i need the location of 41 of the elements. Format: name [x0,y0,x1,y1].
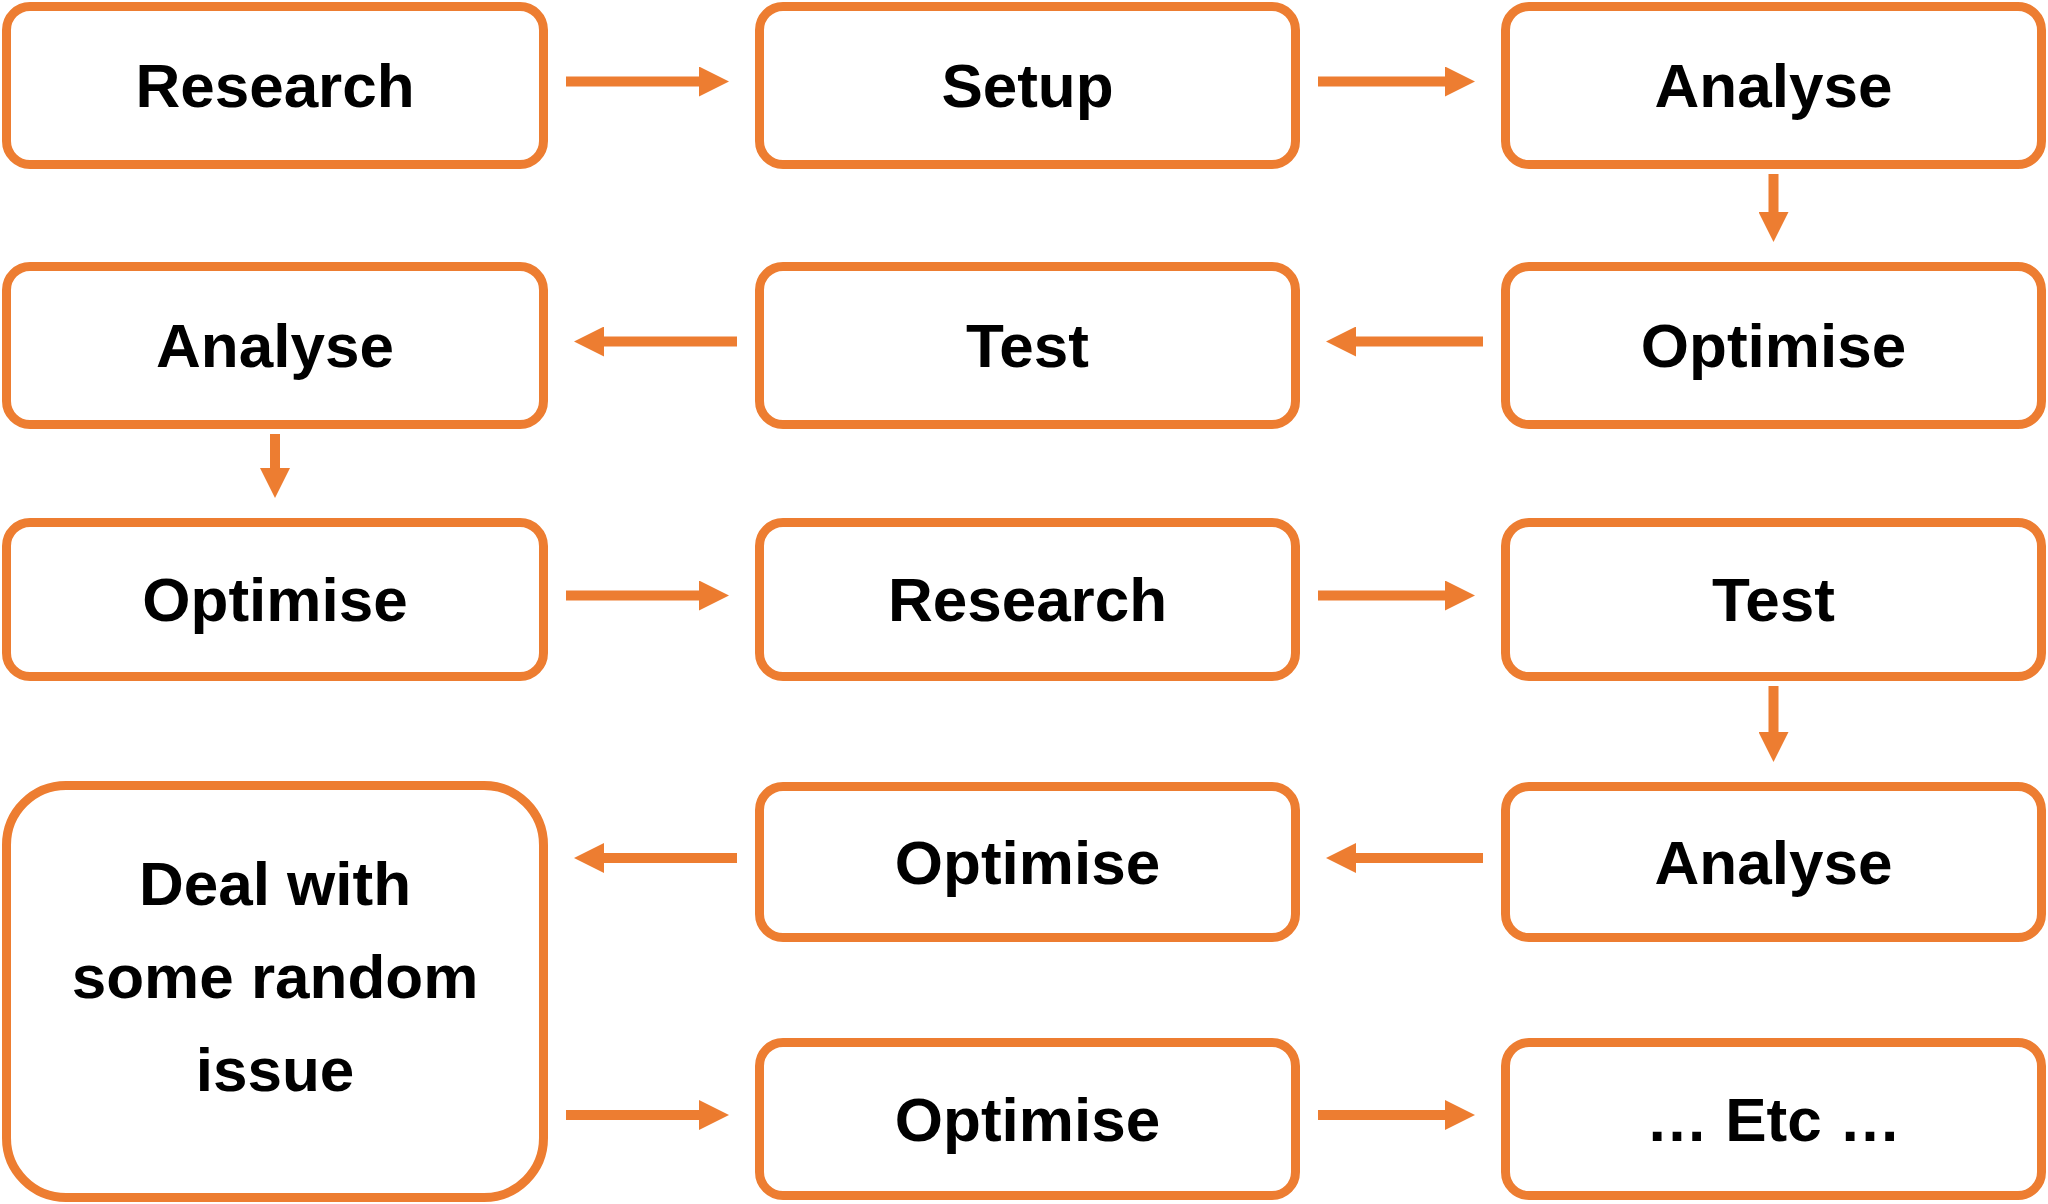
process-box [1501,262,2046,429]
step-label: Deal with some random issue [70,848,480,1106]
process-box [755,1038,1300,1200]
process-box [755,518,1300,681]
arrow [1326,843,1483,873]
step-label: Optimise [1640,310,1907,382]
step-label: Analyse [1654,50,1893,122]
step-label: Analyse [1654,826,1893,899]
process-box [1501,782,2046,942]
process-box [1501,518,2046,681]
arrow [1318,66,1475,97]
step-label: Research [887,564,1168,636]
step-label: Optimise [894,1083,1161,1156]
arrow [1758,686,1789,762]
process-box [1501,1038,2046,1200]
step-label: Optimise [142,564,408,636]
process-box [2,2,548,169]
arrow [1318,1100,1475,1130]
arrow [260,434,290,498]
process-box [2,781,548,1202]
step-label: Analyse [156,310,394,382]
arrow [1318,580,1475,611]
process-box [2,518,548,681]
arrow [574,326,737,357]
step-label: Test [1712,564,1835,636]
process-box [1501,2,2046,169]
arrow [566,580,729,611]
step-label: Optimise [894,826,1161,899]
arrow [1326,326,1483,357]
step-label: Test [966,310,1089,382]
process-box [755,782,1300,942]
arrow [566,66,729,97]
step-label: Setup [941,50,1114,122]
process-box [2,262,548,429]
step-label: Research [135,50,415,122]
process-box [755,2,1300,169]
arrow [574,843,737,873]
process-box [755,262,1300,429]
step-label: … Etc … [1646,1083,1901,1156]
arrow [566,1100,729,1130]
arrow [1758,174,1789,242]
